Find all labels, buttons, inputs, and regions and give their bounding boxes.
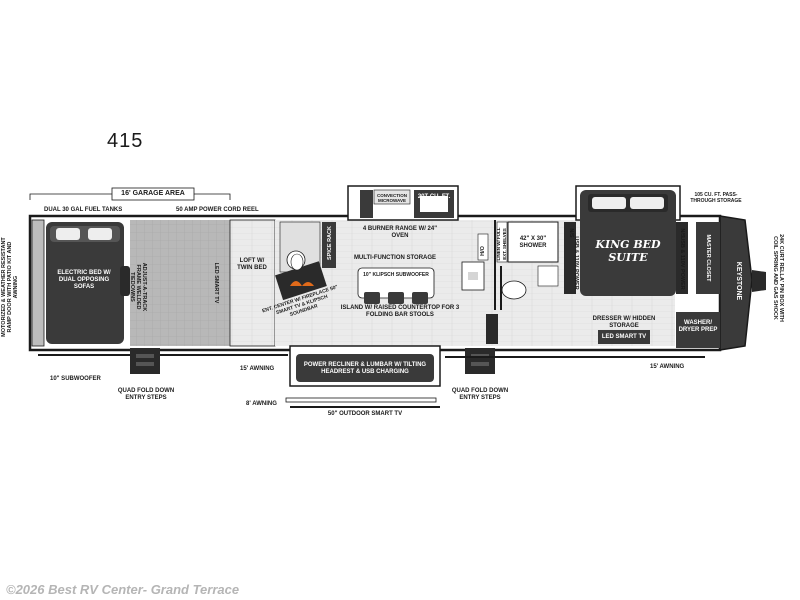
garage-floor <box>130 220 230 346</box>
entry-steps-right <box>465 348 495 374</box>
label-awning-15-right: 15' AWNING <box>650 364 685 370</box>
label-pass-through: 105 CU. FT. PASS-THROUGH STORAGE <box>690 192 742 204</box>
label-usb-left: USB & 110V POWER <box>573 236 579 290</box>
label-awning-8: 8' AWNING <box>246 401 277 407</box>
shower <box>507 221 559 263</box>
label-shower: 42" X 30" SHOWER <box>519 236 547 249</box>
dresser <box>598 330 650 344</box>
label-subwoofer-out: 10" SUBWOOFER <box>50 376 101 382</box>
label-linen: LINEN W/ FULL EXT. SHELVES <box>496 227 507 261</box>
label-range: 4 BURNER RANGE W/ 24" OVEN <box>362 226 438 239</box>
label-washer: WASHER/ DRYER PREP <box>678 320 718 333</box>
label-master-closet: MASTER CLOSET <box>705 234 711 282</box>
label-bedroom-tv: LED SMART TV <box>601 334 647 340</box>
model-number: 415 <box>107 130 144 152</box>
brand-keystone: KEYSTONE <box>735 261 742 301</box>
master-closet <box>696 222 720 294</box>
label-ns-left: N/S <box>568 228 574 238</box>
label-steps-left: QUAD FOLD DOWN ENTRY STEPS <box>117 388 175 401</box>
label-ns-right: N/S <box>679 228 685 238</box>
pin-box <box>752 270 766 292</box>
label-garage-tv: LED SMART TV <box>213 262 219 304</box>
fireplace <box>275 261 327 301</box>
king-bed-suite-title: KING BED SUITE <box>590 238 666 264</box>
label-microwave: CONVECTION MICROWAVE <box>376 193 407 203</box>
awning-left <box>38 354 130 356</box>
label-usb-right: USB & 110V POWER <box>679 236 685 290</box>
label-pin-box: 24K CURT RELLA' PIN BOX WITH COIL SPRING… <box>772 234 784 322</box>
label-loft: LOFT W/ TWIN BED <box>237 258 267 271</box>
label-ramp-door: MOTORIZED & WEATHER RESISTANT RAMP DOOR … <box>1 237 19 337</box>
label-pantry: PANTRY <box>350 192 356 214</box>
watermark: ©2026 Best RV Center- Grand Terrace <box>6 582 240 597</box>
spice-rack <box>322 222 336 268</box>
ramp-door <box>31 219 45 347</box>
entry-steps-left <box>130 348 160 374</box>
label-power-cord: 50 AMP POWER CORD REEL <box>176 207 259 213</box>
label-track-frame: ADJUST-A-TRACK FRAME WELDED TIEDOWNS <box>129 262 147 312</box>
loft <box>229 219 276 347</box>
label-island: ISLAND W/ RAISED COUNTERTOP FOR 3 FOLDIN… <box>340 305 460 318</box>
king-bed-title-line1: KING BED <box>595 238 661 251</box>
label-spice-rack: SPICE RACK <box>327 226 333 260</box>
label-subwoofer-in: 10" KLIPSCH SUBWOOFER <box>363 272 429 278</box>
label-outdoor-tv: 50" OUTDOOR SMART TV <box>327 411 403 417</box>
label-refer: 20T CU. FT. 12 VOLT REFER <box>417 194 451 214</box>
label-ho: H/O <box>480 246 486 256</box>
label-multi-storage: MULTI-FUNCTION STORAGE <box>353 255 437 261</box>
label-fuel-tanks: DUAL 30 GAL FUEL TANKS <box>44 207 123 213</box>
label-recliner: POWER RECLINER & LUMBAR W/ TILTING HEADR… <box>303 362 427 375</box>
washer-prep <box>676 312 720 348</box>
bath-wall <box>494 220 496 310</box>
label-dresser: DRESSER W/ HIDDEN STORAGE <box>592 316 656 329</box>
label-steps-right: QUAD FOLD DOWN ENTRY STEPS <box>451 388 509 401</box>
king-bed-title-line2: SUITE <box>608 251 648 264</box>
awning-right <box>445 356 705 358</box>
electric-bed <box>46 222 124 344</box>
linen <box>496 221 508 263</box>
label-awning-15-left: 15' AWNING <box>240 366 275 372</box>
label-garage-area: 16' GARAGE AREA <box>121 190 185 197</box>
king-bed <box>580 190 676 296</box>
label-electric-bed: ELECTRIC BED W/ DUAL OPPOSING SOFAS <box>57 270 111 290</box>
